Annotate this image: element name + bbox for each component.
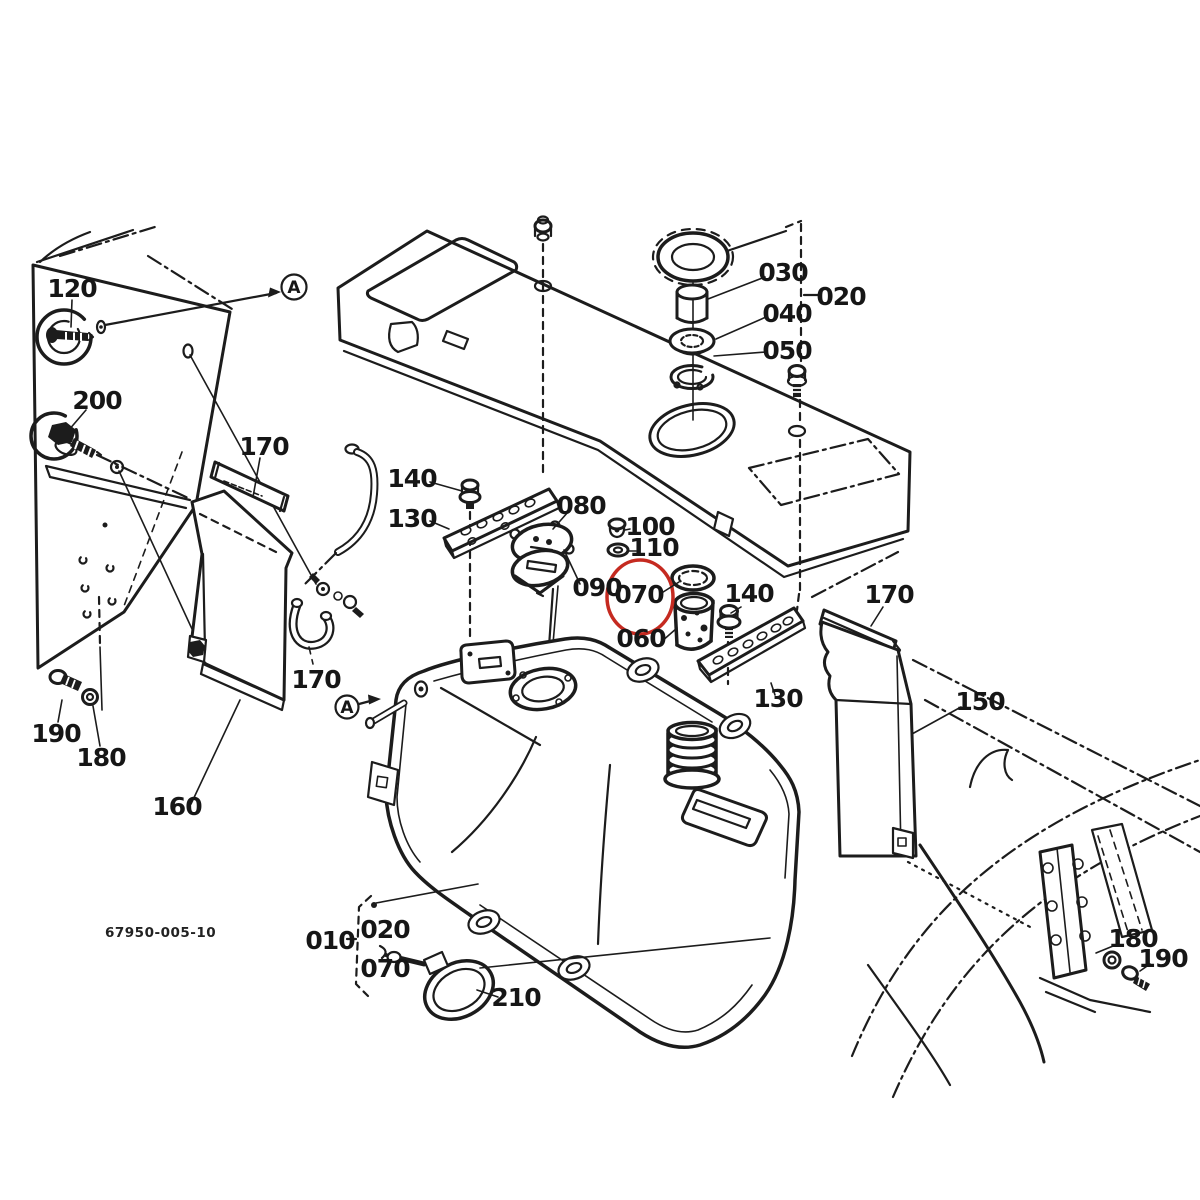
callout-170-left: 170 xyxy=(239,432,289,461)
bracket-160 xyxy=(186,489,294,712)
bolt-140-left xyxy=(458,478,482,642)
callout-140-left: 140 xyxy=(387,464,437,493)
left-reference-lines xyxy=(95,287,317,643)
cover-bolt-top xyxy=(533,215,553,480)
callout-020: 020 xyxy=(816,282,866,311)
view-a-mid-letter: A xyxy=(340,698,354,718)
fender-outline xyxy=(810,550,1200,1099)
view-marker-a-mid: A xyxy=(334,694,381,720)
grommet-100 xyxy=(607,517,627,539)
highlight-circle-070 xyxy=(605,558,675,636)
sender-body-090 xyxy=(510,548,570,598)
panel-weld-holes xyxy=(78,555,117,619)
callout-200: 200 xyxy=(72,386,122,415)
callout-180-left: 180 xyxy=(76,743,126,772)
callout-070-box: 070 xyxy=(360,954,410,983)
fuel-pipe xyxy=(303,443,379,586)
view-marker-a-top: A xyxy=(280,273,308,301)
cap-spacer-030 xyxy=(675,283,709,324)
clamp-210 xyxy=(384,937,771,1021)
leader-lines xyxy=(57,276,1151,998)
filter-cup-060 xyxy=(673,591,715,651)
fuel-cap-knob xyxy=(651,227,735,421)
callout-210: 210 xyxy=(491,983,541,1012)
bolt-120-grommet xyxy=(35,308,107,366)
callout-030: 030 xyxy=(758,258,808,287)
callout-190-right: 190 xyxy=(1138,944,1188,973)
callout-080: 080 xyxy=(556,491,606,520)
callout-070-highlighted: 070 xyxy=(614,580,664,609)
hose-clamp-screws xyxy=(309,573,364,618)
view-a-top-letter: A xyxy=(287,278,301,298)
callout-150: 150 xyxy=(955,687,1005,716)
callout-090: 090 xyxy=(572,573,622,602)
bolt-190-left xyxy=(48,669,82,691)
cap-assembly-reference-line xyxy=(725,219,820,612)
washer-110 xyxy=(606,542,630,558)
oring-070 xyxy=(670,564,716,592)
callout-180-right: 180 xyxy=(1108,924,1158,953)
fender-bracket xyxy=(1038,822,1154,1014)
callout-130-right: 130 xyxy=(753,684,803,713)
filler-neck-bellows xyxy=(663,720,721,790)
hood-outline-lines xyxy=(35,224,234,311)
callout-100: 100 xyxy=(625,512,675,541)
hose-170 xyxy=(288,597,335,665)
bolt-200-washer xyxy=(29,411,103,461)
callout-190-left: 190 xyxy=(31,719,81,748)
callout-130-left: 130 xyxy=(387,504,437,533)
cap-gasket-040 xyxy=(668,327,716,356)
cap-snap-ring-050 xyxy=(669,364,715,391)
washer-180-right xyxy=(1102,950,1122,970)
callout-170-right: 170 xyxy=(864,580,914,609)
drawing-number: 67950-005-10 xyxy=(105,925,216,941)
callout-labels: 120 200 170 140 130 080 100 110 090 070 … xyxy=(31,258,1189,1012)
group-box-010 xyxy=(345,883,479,998)
plate-130-right xyxy=(696,606,807,684)
callout-060: 060 xyxy=(616,624,666,653)
callout-010: 010 xyxy=(305,926,355,955)
bolt-190-right xyxy=(1121,965,1150,991)
callout-020-box: 020 xyxy=(360,915,410,944)
plate-130-left xyxy=(442,487,561,560)
callout-160: 160 xyxy=(152,792,202,821)
callout-140-right: 140 xyxy=(724,579,774,608)
cover-bolt-right xyxy=(786,364,808,397)
callout-120: 120 xyxy=(47,274,97,303)
callout-110: 110 xyxy=(629,533,679,562)
callout-040: 040 xyxy=(762,299,812,328)
callout-050: 050 xyxy=(762,336,812,365)
tank-top-cover xyxy=(336,229,912,579)
callout-170-hose: 170 xyxy=(291,665,341,694)
strap-170-left xyxy=(209,460,290,513)
panel-150 xyxy=(819,620,918,860)
washer-180-left xyxy=(81,688,99,706)
